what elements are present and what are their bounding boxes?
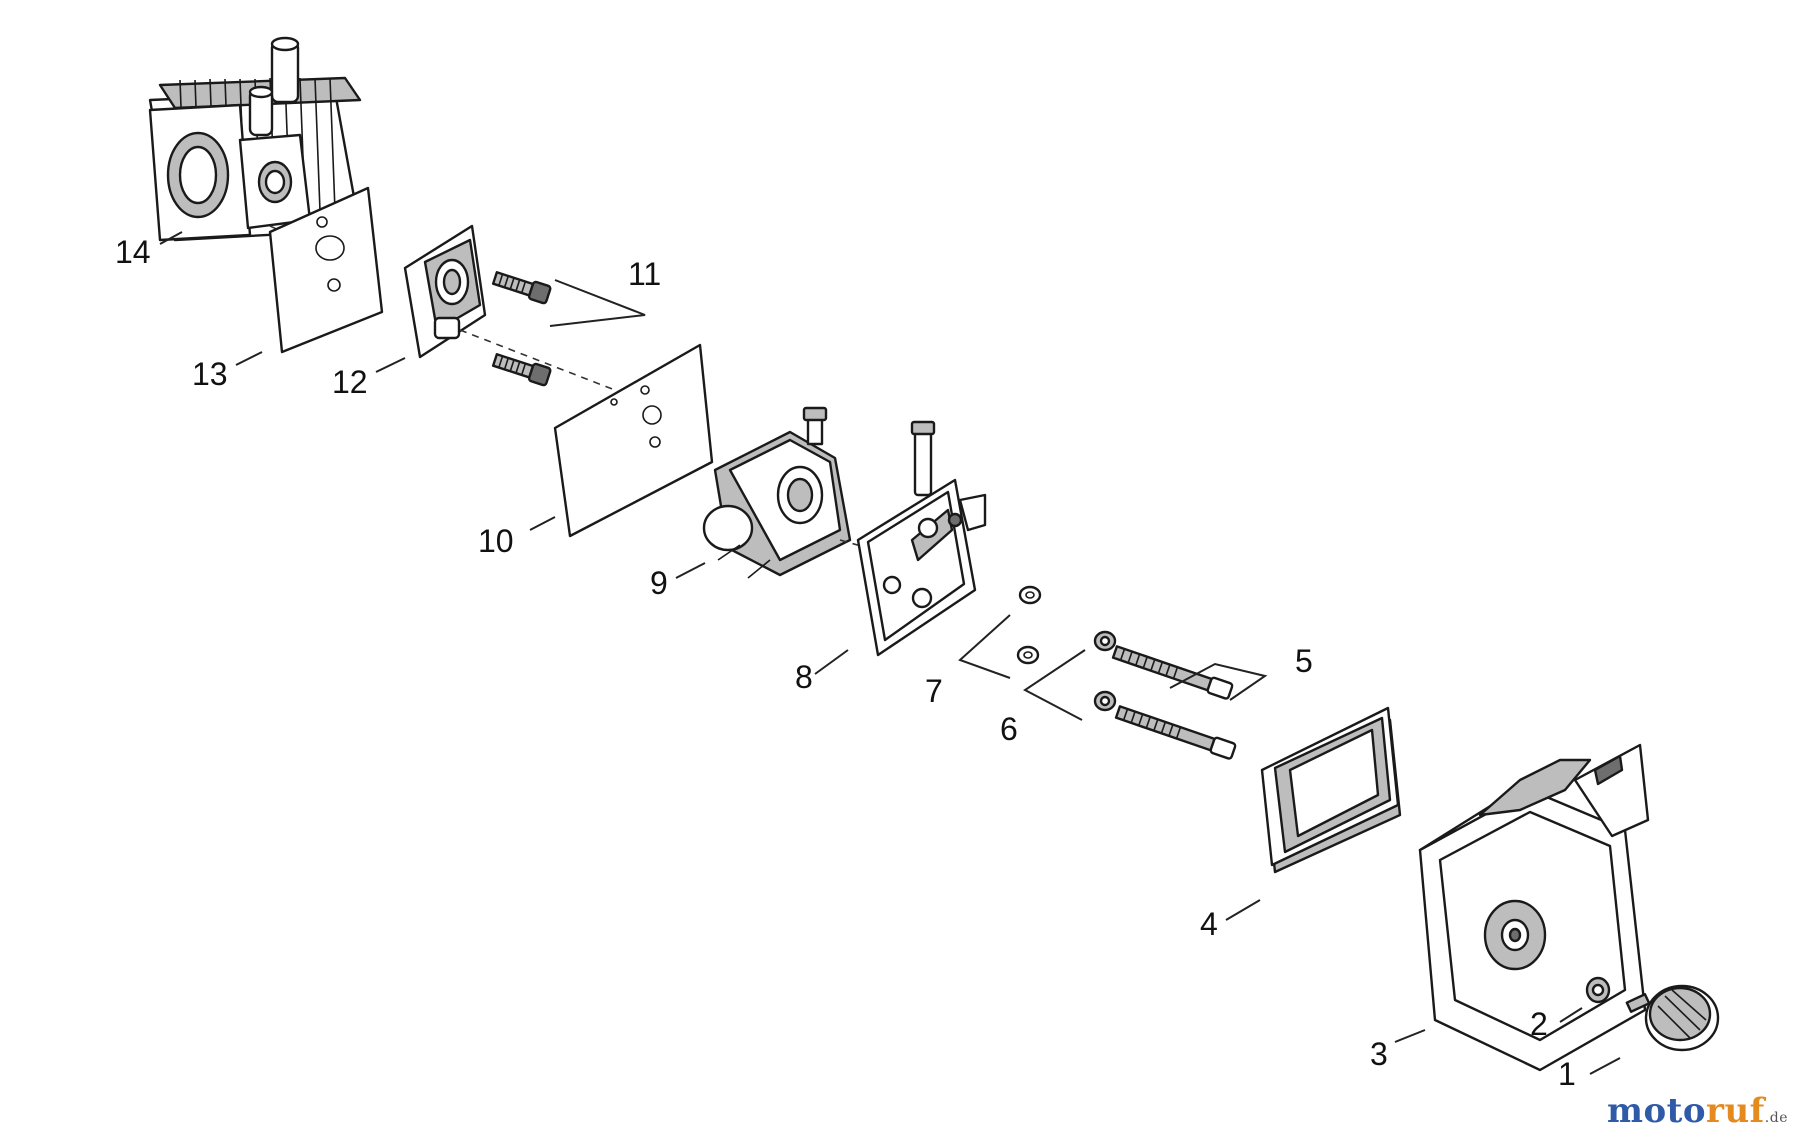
watermark-brand-part1: moto <box>1606 1091 1707 1131</box>
callout-13: 13 <box>192 356 228 392</box>
washers-7-part <box>1016 585 1042 665</box>
callout-1: 1 <box>1558 1056 1576 1092</box>
screws-11-part <box>491 271 552 387</box>
washers-6-part <box>1093 630 1117 712</box>
callout-6: 6 <box>1000 711 1018 747</box>
watermark-suffix: .de <box>1764 1110 1788 1126</box>
carburetor-part <box>702 406 852 579</box>
leader-lines <box>159 231 1621 1075</box>
callout-8: 8 <box>795 659 813 695</box>
gasket-13-part <box>268 186 384 354</box>
air-cleaner-base-part <box>856 420 987 657</box>
bolts-5-part <box>1111 645 1237 760</box>
callout-5: 5 <box>1295 643 1313 679</box>
callout-2: 2 <box>1530 1006 1548 1042</box>
callout-labels: 1 2 3 4 5 6 7 8 9 10 11 12 13 14 <box>115 234 1576 1092</box>
air-filter-element-part <box>1260 706 1402 874</box>
callout-9: 9 <box>650 565 668 601</box>
callout-10: 10 <box>478 523 514 559</box>
callout-7: 7 <box>925 673 943 709</box>
brand-watermark: motoruf.de <box>1607 1091 1788 1131</box>
watermark-brand-part2: ruf <box>1706 1091 1765 1131</box>
washer-2-part <box>1585 976 1611 1004</box>
knob-part <box>1625 984 1720 1052</box>
callout-12: 12 <box>332 364 368 400</box>
callout-11: 11 <box>628 256 661 292</box>
insulator-part <box>403 224 487 359</box>
callout-4: 4 <box>1200 906 1218 942</box>
air-cleaner-cover-part <box>1418 743 1650 1072</box>
callout-14: 14 <box>115 234 151 270</box>
cylinder-part <box>148 36 362 242</box>
gasket-10-part <box>553 343 714 538</box>
callout-3: 3 <box>1370 1036 1388 1072</box>
